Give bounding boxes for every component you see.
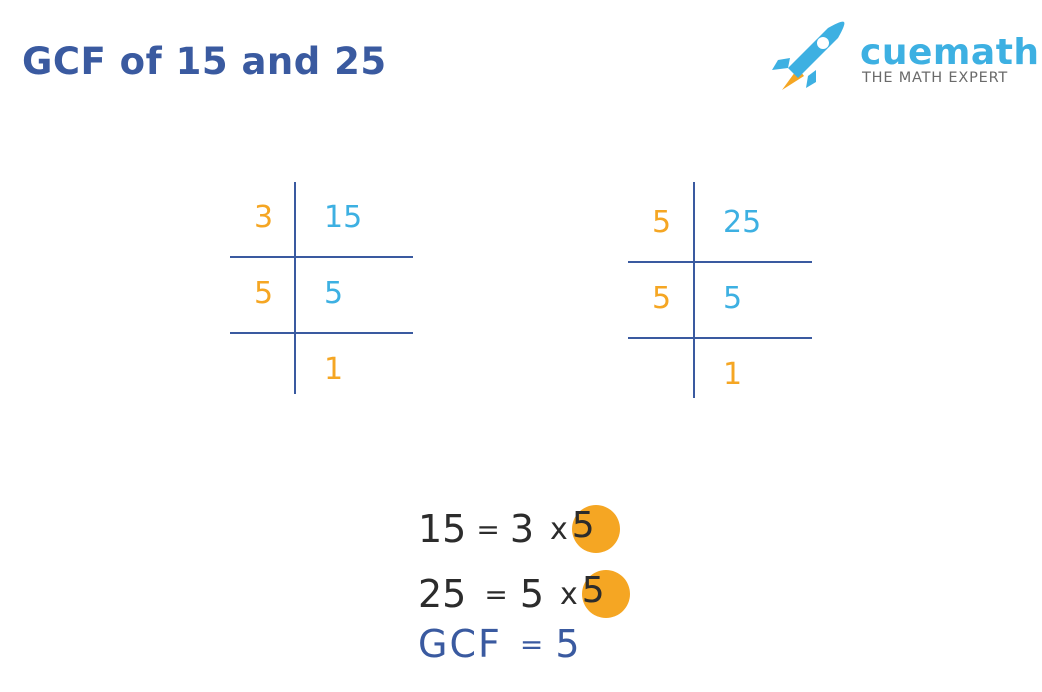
gcf-value: 5 xyxy=(555,622,580,666)
rocket-icon xyxy=(772,21,845,90)
division-table-25: 5 25 5 5 1 xyxy=(628,182,813,402)
times-sign: x xyxy=(560,576,578,612)
factor: 3 xyxy=(509,507,535,551)
value-cell: 1 xyxy=(723,357,743,392)
equals-sign: = xyxy=(519,627,544,661)
gcf-result: GCF = 5 xyxy=(418,622,580,666)
equation-15: 15 = 3 x 5 xyxy=(418,505,620,553)
equals-sign: = xyxy=(476,512,500,546)
times-sign: x xyxy=(550,511,568,547)
divisor-cell: 3 xyxy=(254,200,274,235)
divisor-cell: 5 xyxy=(254,276,274,311)
logo-tagline: THE MATH EXPERT xyxy=(862,70,1009,86)
equals-sign: = xyxy=(484,577,508,611)
value-cell: 5 xyxy=(723,281,743,316)
division-table-15: 3 15 5 5 1 xyxy=(230,182,415,402)
equation-25: 25 = 5 x 5 xyxy=(418,570,630,618)
common-factor-highlight: 5 xyxy=(571,505,620,553)
logo-name: cuemath xyxy=(860,32,1040,73)
gcf-label: GCF xyxy=(418,622,502,666)
value-cell: 5 xyxy=(324,276,344,311)
value-cell: 15 xyxy=(324,200,363,235)
divisor-cell: 5 xyxy=(652,205,672,240)
equation-number: 15 xyxy=(418,507,467,551)
divisor-cell: 5 xyxy=(652,281,672,316)
factor: 5 xyxy=(519,572,545,616)
value-cell: 1 xyxy=(324,352,344,387)
common-factor-highlight: 5 xyxy=(581,570,630,618)
equation-number: 25 xyxy=(418,572,467,616)
value-cell: 25 xyxy=(723,205,762,240)
cuemath-logo: cuemath THE MATH EXPERT xyxy=(768,18,1039,98)
page-title: GCF of 15 and 25 xyxy=(22,40,387,83)
